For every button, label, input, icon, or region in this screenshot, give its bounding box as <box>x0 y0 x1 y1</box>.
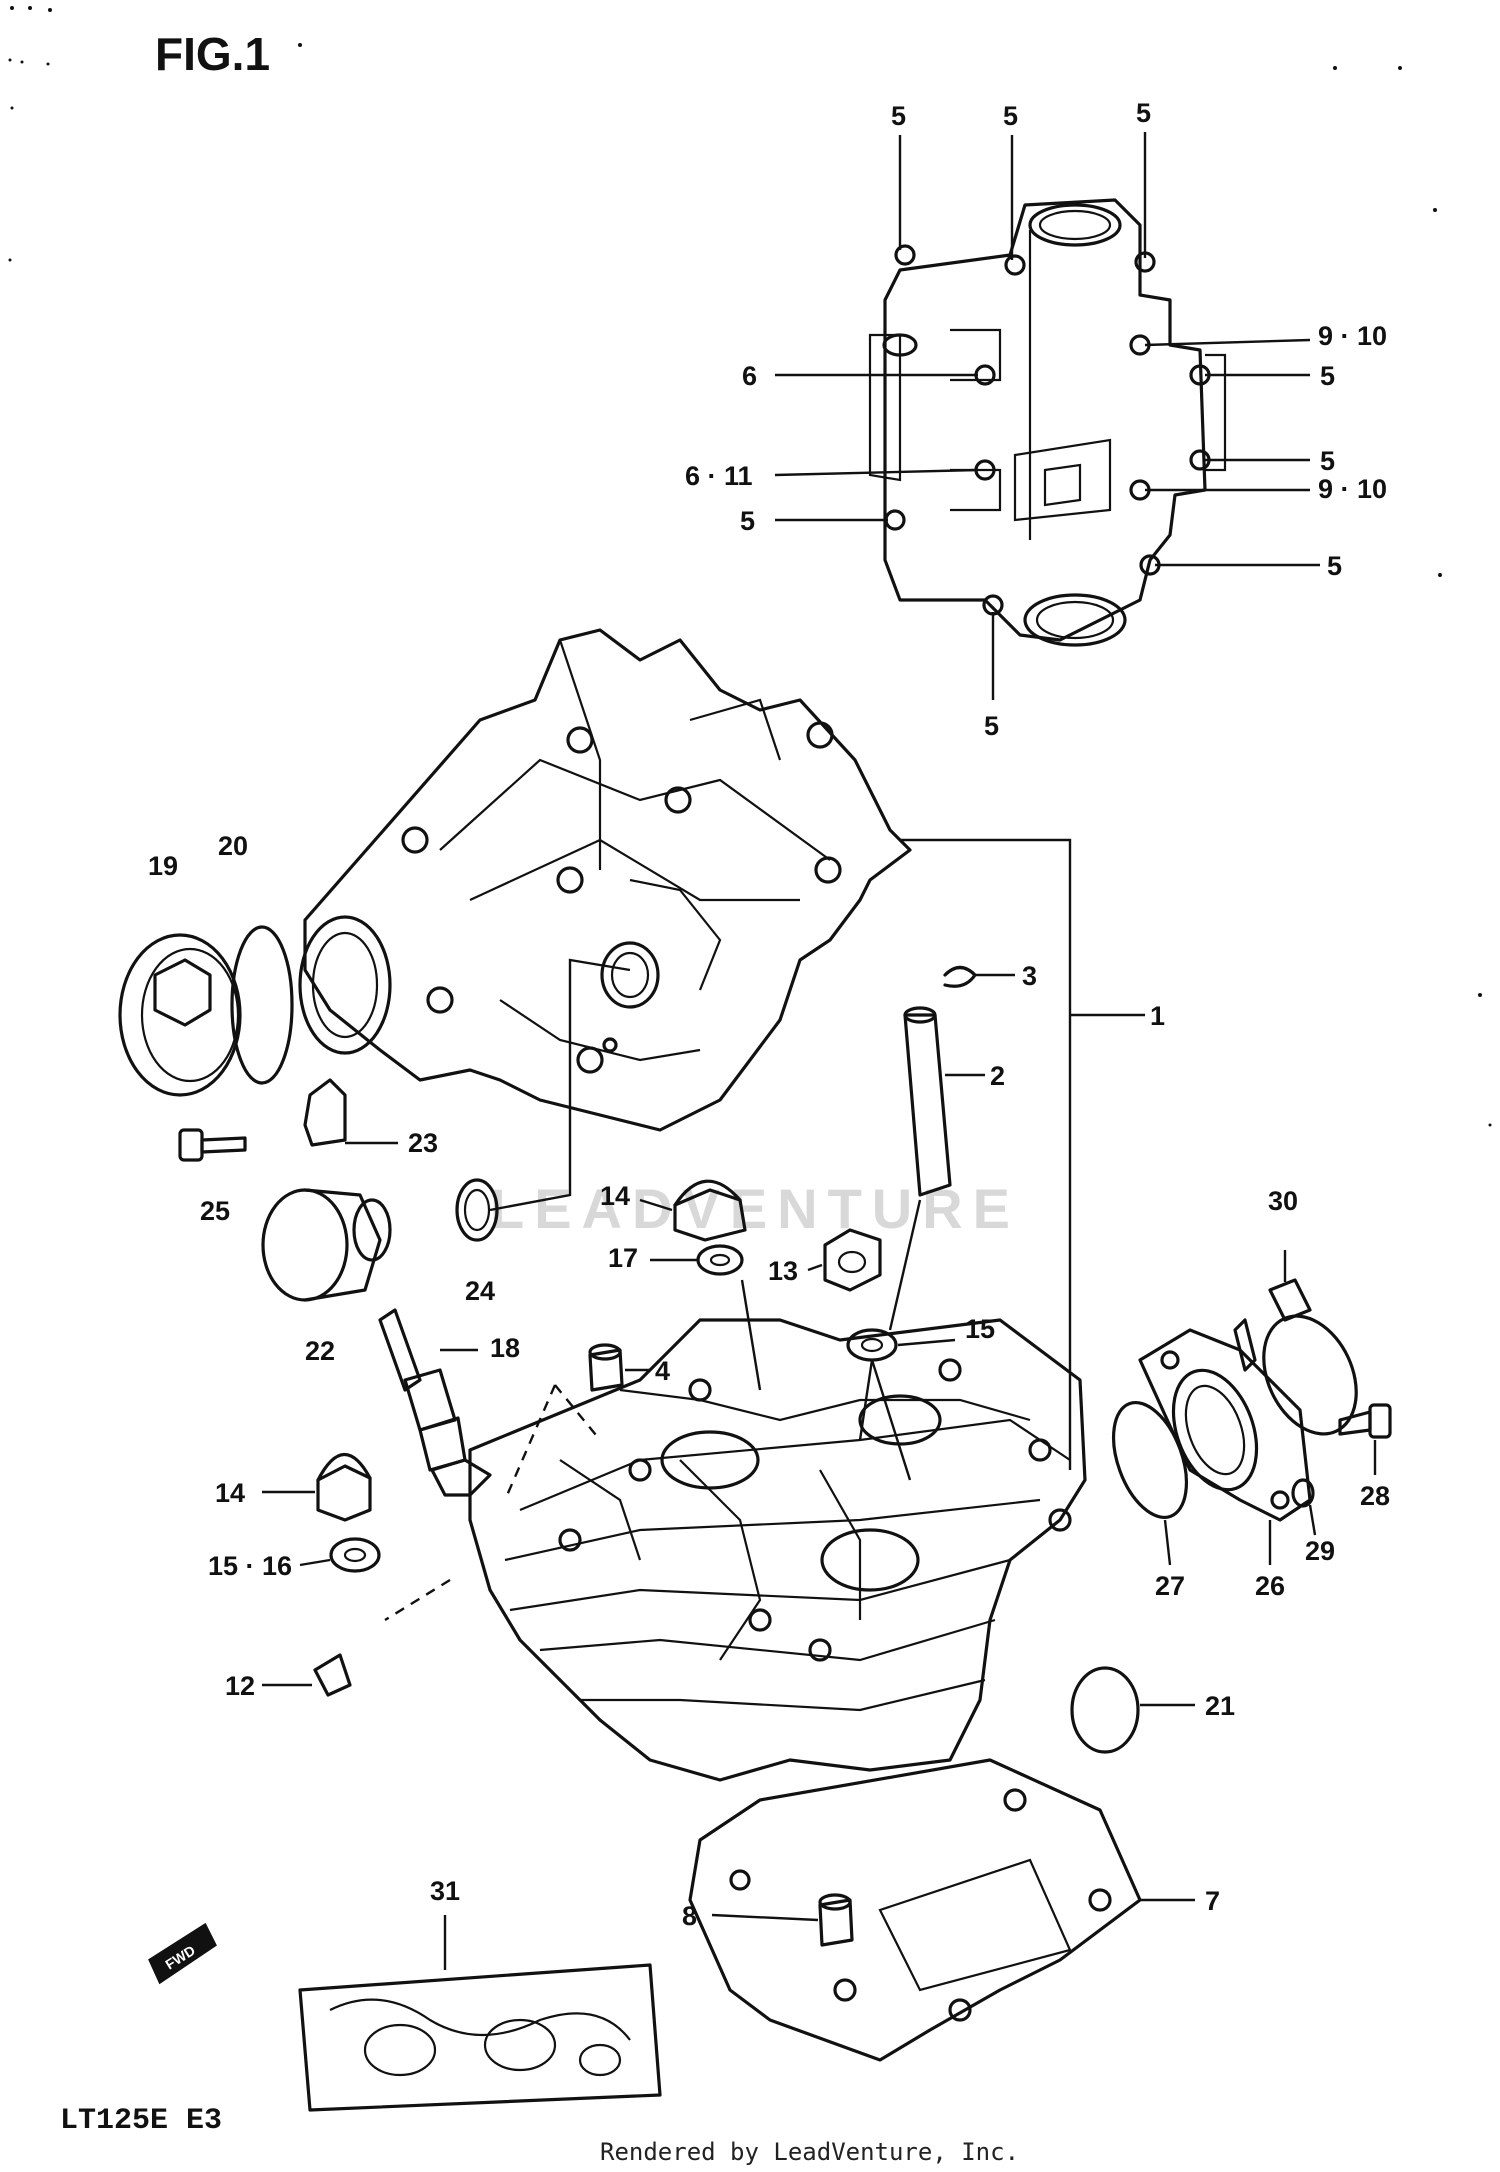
callout-30: 30 <box>1268 1186 1298 1216</box>
callout-5-top-left: 5 <box>891 101 906 131</box>
callout-12: 12 <box>225 1671 255 1701</box>
head-cover-perspective <box>298 628 912 1132</box>
callout-20: 20 <box>218 831 248 861</box>
callout-24: 24 <box>465 1276 495 1306</box>
washer-15-16 <box>329 1537 381 1573</box>
figure-title: FIG.1 <box>155 28 270 80</box>
plug-12 <box>313 1653 352 1697</box>
callout-14-lower: 14 <box>215 1478 245 1508</box>
model-code: LT125E E3 <box>60 2104 222 2138</box>
callout-9-10-upper: 9 · 10 <box>1318 321 1387 351</box>
washer-17 <box>696 1244 744 1276</box>
callout-5-right-upper: 5 <box>1320 361 1335 391</box>
head-gasket <box>688 1758 1142 2062</box>
cap-nut-14a <box>673 1179 747 1242</box>
scan-specks <box>8 6 1492 1127</box>
cylinder-head <box>468 1318 1087 1782</box>
nut-13 <box>823 1228 882 1292</box>
callout-5-top-right: 5 <box>1136 98 1151 128</box>
gasket-set <box>298 1963 662 2112</box>
callout-5-right-mid: 5 <box>1320 446 1335 476</box>
render-credit: Rendered by LeadVenture, Inc. <box>600 2138 1019 2166</box>
callout-5-left: 5 <box>740 506 755 536</box>
callout-9-10-lower: 9 · 10 <box>1318 474 1387 504</box>
bolt-25 <box>178 1128 247 1162</box>
callout-26: 26 <box>1255 1571 1285 1601</box>
callout-4: 4 <box>655 1356 670 1386</box>
callout-14-upper: 14 <box>600 1181 630 1211</box>
o-ring-cap <box>230 925 294 1085</box>
callout-19: 19 <box>148 851 178 881</box>
callout-27: 27 <box>1155 1571 1185 1601</box>
tab-23 <box>303 1078 347 1147</box>
callout-21: 21 <box>1205 1691 1235 1721</box>
callout-6: 6 <box>742 361 757 391</box>
cap-nut-14b <box>316 1452 372 1522</box>
callout-15: 15 <box>965 1314 995 1344</box>
callout-25: 25 <box>200 1196 230 1226</box>
callout-2: 2 <box>990 1061 1005 1091</box>
callout-17: 17 <box>608 1243 638 1273</box>
valve-guide <box>903 1006 952 1197</box>
callout-3: 3 <box>1022 961 1037 991</box>
washer-29 <box>1291 1478 1315 1508</box>
spark-plug <box>378 1308 492 1497</box>
callout-5-bottom: 5 <box>984 711 999 741</box>
leader-lines <box>262 132 1377 1970</box>
callout-13: 13 <box>768 1256 798 1286</box>
callout-7: 7 <box>1205 1886 1220 1916</box>
dowel-8 <box>818 1893 854 1947</box>
callout-6-11: 6 · 11 <box>685 461 753 491</box>
fwd-direction-badge: FWD <box>148 1922 217 1985</box>
callout-1: 1 <box>1150 1001 1165 1031</box>
callout-28: 28 <box>1360 1481 1390 1511</box>
callout-8: 8 <box>682 1901 697 1931</box>
callout-5-top-mid: 5 <box>1003 101 1018 131</box>
callout-23: 23 <box>408 1128 438 1158</box>
callout-22: 22 <box>305 1336 335 1366</box>
cap-21 <box>1070 1666 1140 1754</box>
head-cover-top-view <box>868 198 1227 647</box>
seal-24 <box>455 1178 499 1242</box>
callout-31: 31 <box>430 1876 460 1906</box>
tappet-plug <box>261 1188 392 1302</box>
callout-15-16: 15 · 16 <box>208 1551 292 1581</box>
dowel-4 <box>588 1343 624 1392</box>
oil-filler-cap <box>118 933 242 1097</box>
callout-5-right-lower: 5 <box>1327 551 1342 581</box>
screw-28 <box>1338 1403 1392 1439</box>
watermark: LEADVENTURE <box>490 1177 1020 1240</box>
callout-labels: 1 2 3 4 5 5 5 5 5 5 5 5 6 6 · 11 7 8 9 ·… <box>148 98 1390 1931</box>
callout-18: 18 <box>490 1333 520 1363</box>
callout-29: 29 <box>1305 1536 1335 1566</box>
hose-clamp <box>1262 1278 1358 1436</box>
clip-3 <box>943 965 977 988</box>
